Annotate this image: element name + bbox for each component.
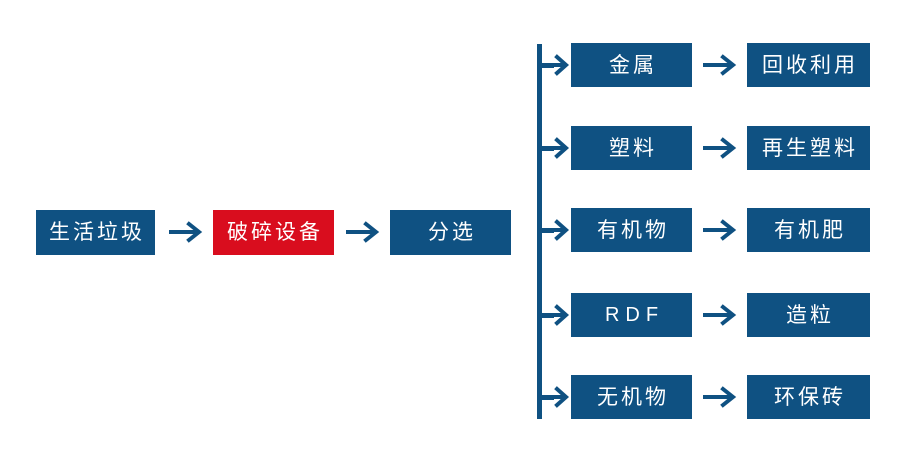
arrow-right-icon-branch-5 xyxy=(703,386,737,408)
main-flow-box-1: 生活垃圾 xyxy=(36,210,155,255)
arrow-right-icon-branch-2 xyxy=(703,137,737,159)
branch-material-box-1: 金属 xyxy=(571,43,692,87)
arrow-right-icon-branch-1 xyxy=(703,54,737,76)
branch-stub-5 xyxy=(537,395,554,400)
branch-stub-3 xyxy=(537,228,554,233)
branch-arrow-icon-1 xyxy=(548,54,570,76)
branch-product-box-3: 有机肥 xyxy=(747,208,870,252)
branch-product-box-1: 回收利用 xyxy=(747,43,870,87)
branch-stub-4 xyxy=(537,313,554,318)
arrow-right-icon-branch-3 xyxy=(703,219,737,241)
arrow-right-icon-branch-4 xyxy=(703,304,737,326)
arrow-right-icon-main-2 xyxy=(346,221,380,243)
branch-material-box-5: 无机物 xyxy=(571,375,692,419)
branch-material-box-2: 塑料 xyxy=(571,126,692,170)
branch-product-box-5: 环保砖 xyxy=(747,375,870,419)
arrow-right-icon-main-1 xyxy=(169,221,203,243)
branch-stub-2 xyxy=(537,146,554,151)
main-flow-box-3: 分选 xyxy=(390,210,511,255)
branch-product-box-4: 造粒 xyxy=(747,293,870,337)
main-flow-box-2: 破碎设备 xyxy=(213,210,334,255)
branch-arrow-icon-2 xyxy=(548,137,570,159)
branch-material-box-4: RDF xyxy=(571,293,692,337)
branch-arrow-icon-3 xyxy=(548,219,570,241)
branch-arrow-icon-5 xyxy=(548,386,570,408)
branch-arrow-icon-4 xyxy=(548,304,570,326)
branch-stub-1 xyxy=(537,63,554,68)
branch-material-box-3: 有机物 xyxy=(571,208,692,252)
branch-product-box-2: 再生塑料 xyxy=(747,126,870,170)
